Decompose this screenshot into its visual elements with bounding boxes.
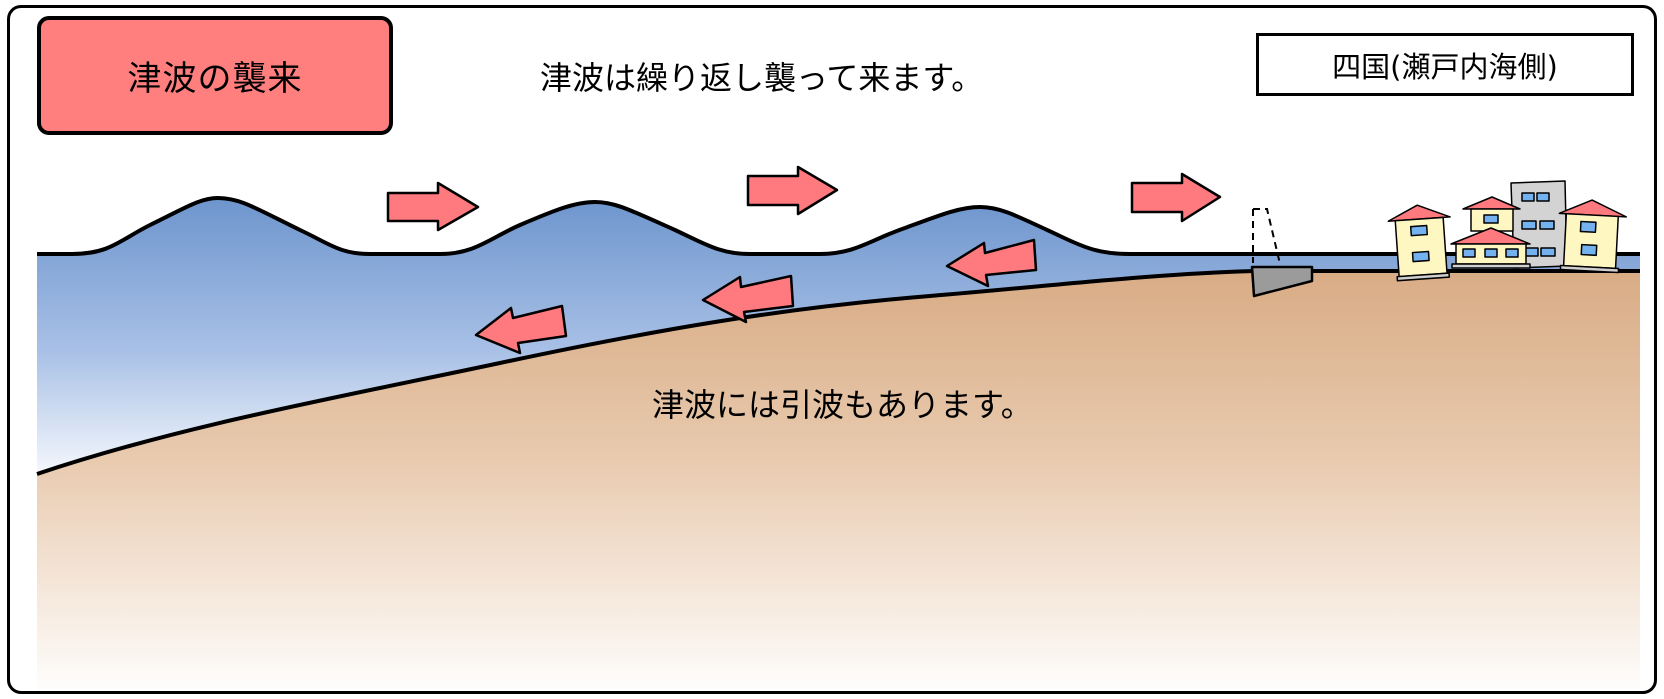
house-icon	[1558, 199, 1628, 274]
region-label-box: 四国(瀬戸内海側)	[1256, 33, 1634, 96]
right-arrow-icon	[746, 165, 839, 216]
region-label: 四国(瀬戸内海側)	[1332, 49, 1558, 84]
seawall-icon	[1250, 208, 1314, 298]
seabed-line	[36, 269, 1640, 476]
right-arrow-icon	[1130, 172, 1222, 223]
house-icon	[1450, 196, 1531, 269]
sea-water	[37, 198, 1640, 474]
backwash-arrows	[474, 238, 1038, 355]
title-badge: 津波の襲来	[37, 16, 393, 135]
left-arrow-icon	[701, 274, 795, 324]
house-icon	[1387, 204, 1451, 282]
title-text: 津波の襲来	[127, 59, 303, 99]
caption-repeat-waves: 津波は繰り返し襲って来ます。	[540, 59, 984, 97]
left-arrow-icon	[474, 304, 568, 355]
shore-buildings	[1387, 180, 1628, 282]
caption-backwash: 津波には引波もあります。	[652, 386, 1033, 424]
left-arrow-icon	[945, 238, 1038, 288]
wave-surface-line	[37, 196, 1640, 256]
incoming-arrows	[386, 165, 1222, 232]
right-arrow-icon	[386, 181, 480, 232]
